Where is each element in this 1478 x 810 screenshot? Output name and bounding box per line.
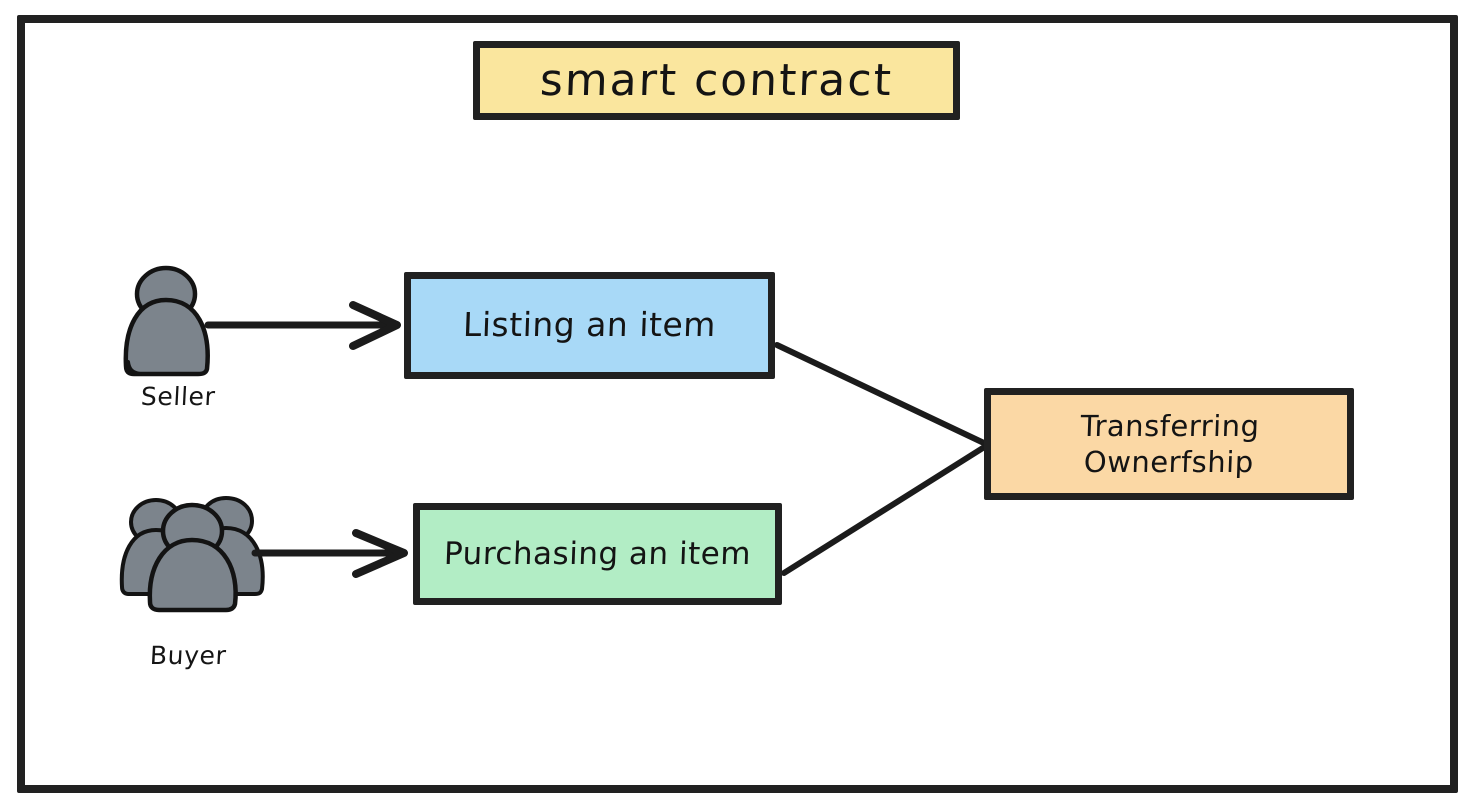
node-smart-contract[interactable]: smart contract	[473, 41, 960, 120]
node-listing-an-item-label: Listing an item	[462, 305, 717, 345]
node-listing-an-item[interactable]: Listing an item	[404, 272, 775, 379]
node-purchasing-an-item[interactable]: Purchasing an item	[413, 503, 782, 605]
node-purchasing-an-item-label: Purchasing an item	[443, 535, 752, 572]
actor-label-buyer: Buyer	[149, 641, 228, 670]
node-smart-contract-label: smart contract	[539, 54, 894, 106]
node-transferring-ownership-label: Transferring Ownerfship	[1079, 408, 1260, 479]
actor-label-seller: Seller	[140, 382, 217, 411]
diagram-outer-frame	[17, 15, 1458, 793]
node-transferring-ownership[interactable]: Transferring Ownerfship	[984, 388, 1354, 500]
